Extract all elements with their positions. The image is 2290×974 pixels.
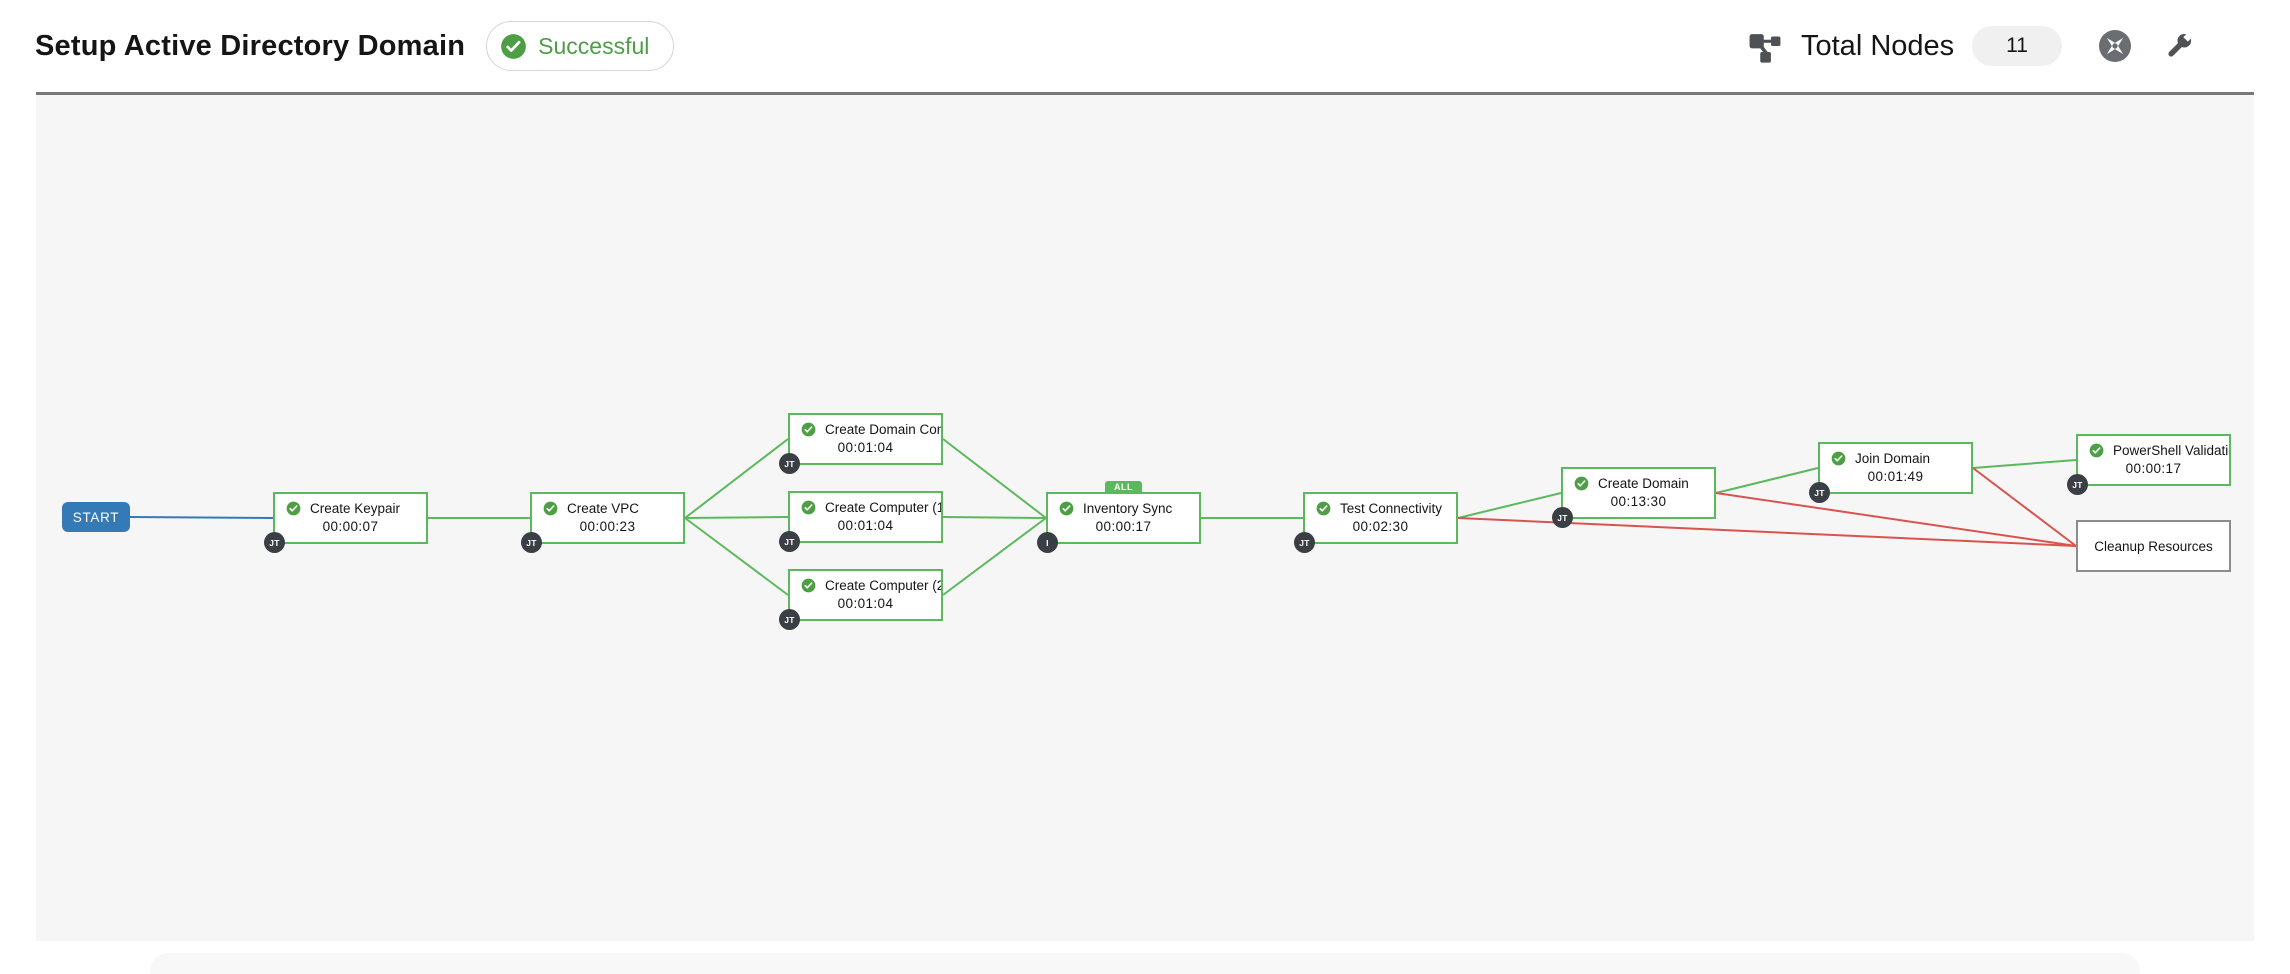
node-type-badge: JT: [779, 453, 800, 474]
node-elapsed-time: 00:00:23: [579, 519, 636, 534]
workflow-node-inventory-sync[interactable]: Inventory Sync 00:00:17 I ALL: [1037, 481, 1201, 553]
status-badge-label: Successful: [538, 32, 650, 59]
check-circle-icon: [1574, 476, 1589, 491]
node-elapsed-time: 00:00:17: [1095, 519, 1152, 534]
workflow-link-create_computer_1-to-inventory_sync: [942, 516, 1047, 519]
node-label: Create Domain Contr...: [825, 422, 941, 437]
sitemap-icon: [1746, 27, 1784, 65]
workflow-node-create-keypair[interactable]: Create Keypair 00:00:07 JT: [264, 492, 428, 553]
workflow-link-create_vpc-to-create_domain_controller: [684, 438, 789, 519]
compass-icon: [2098, 29, 2132, 63]
workflow-start-node[interactable]: START: [62, 502, 130, 532]
check-circle-icon: [286, 501, 301, 516]
workflow-node-create-vpc[interactable]: Create VPC 00:00:23 JT: [521, 492, 685, 553]
total-nodes-count: 11: [1972, 26, 2062, 66]
check-circle-icon: [801, 422, 816, 437]
convergence-all-badge: ALL: [1105, 481, 1142, 494]
workflow-link-create_computer_2-to-inventory_sync: [942, 517, 1047, 596]
node-label: Cleanup Resources: [2094, 538, 2213, 554]
workflow-node-create-computer-2[interactable]: Create Computer (2) 00:01:04 JT: [779, 569, 943, 630]
workflow-canvas[interactable]: START Create Keypair 00:00:07 JT Create …: [36, 92, 2254, 941]
node-elapsed-time: 00:00:17: [2125, 461, 2182, 476]
node-label: Create Computer (1): [825, 500, 941, 515]
node-label: Create Computer (2): [825, 578, 941, 593]
workflow-link-create_vpc-to-create_computer_2: [684, 517, 789, 596]
bottom-panel-shadow: [150, 953, 2140, 974]
node-label: PowerShell Validation: [2113, 443, 2229, 458]
check-circle-icon: [543, 501, 558, 516]
node-elapsed-time: 00:01:04: [837, 596, 894, 611]
wrench-icon: [2162, 29, 2196, 63]
node-elapsed-time: 00:13:30: [1610, 494, 1667, 509]
node-type-badge: JT: [521, 532, 542, 553]
workflow-node-create-domain[interactable]: Create Domain 00:13:30 JT: [1552, 467, 1716, 528]
status-badge: Successful: [486, 21, 675, 71]
check-circle-icon: [801, 578, 816, 593]
workflow-link-create_vpc-to-create_computer_1: [684, 516, 789, 519]
node-elapsed-time: 00:01:04: [837, 518, 894, 533]
workflow-link-test_connectivity-to-create_domain: [1457, 492, 1562, 519]
node-elapsed-time: 00:02:30: [1352, 519, 1409, 534]
node-type-badge: JT: [779, 531, 800, 552]
node-label: Inventory Sync: [1083, 501, 1173, 516]
check-circle-icon: [801, 500, 816, 515]
workflow-node-cleanup-resources[interactable]: Cleanup Resources: [2076, 520, 2231, 572]
node-type-badge: JT: [1294, 532, 1315, 553]
workflow-node-test-connectivity[interactable]: Test Connectivity 00:02:30 JT: [1294, 492, 1458, 553]
node-label: Create Domain: [1598, 476, 1689, 491]
check-circle-icon: [1316, 501, 1331, 516]
page-title: Setup Active Directory Domain: [35, 29, 466, 62]
tools-wrench-button[interactable]: [2162, 29, 2196, 63]
workflow-link-create_domain-to-join_domain: [1715, 467, 1819, 494]
node-label: Test Connectivity: [1340, 501, 1443, 516]
check-circle-icon: [500, 33, 527, 60]
node-label: Join Domain: [1855, 451, 1931, 466]
node-type-badge: JT: [779, 609, 800, 630]
workflow-node-join-domain[interactable]: Join Domain 00:01:49 JT: [1809, 442, 1973, 503]
workflow-link-join_domain-to-powershell_validation: [1972, 459, 2077, 469]
check-circle-icon: [1831, 451, 1846, 466]
node-label: Create Keypair: [310, 501, 401, 516]
workflow-node-create-computer-1[interactable]: Create Computer (1) 00:01:04 JT: [779, 491, 943, 552]
node-elapsed-time: 00:01:04: [837, 440, 894, 455]
check-circle-icon: [2089, 443, 2104, 458]
workflow-link-create_domain_controller-to-inventory_sync: [942, 438, 1047, 519]
check-circle-icon: [1059, 501, 1074, 516]
workflow-node-powershell-validation[interactable]: PowerShell Validation 00:00:17 JT: [2067, 434, 2231, 495]
workflow-link-create_domain-to-cleanup_resources: [1715, 492, 2077, 547]
node-type-badge: I: [1037, 532, 1058, 553]
workflow-nodes-layer: START Create Keypair 00:00:07 JT Create …: [36, 95, 2254, 941]
node-type-badge: JT: [2067, 474, 2088, 495]
node-elapsed-time: 00:01:49: [1867, 469, 1924, 484]
header-right-toolbar: Total Nodes 11: [1746, 0, 2196, 92]
node-type-badge: JT: [264, 532, 285, 553]
node-elapsed-time: 00:00:07: [322, 519, 379, 534]
node-label: Create VPC: [567, 501, 640, 516]
node-type-badge: JT: [1552, 507, 1573, 528]
workflow-node-create-domain-controller[interactable]: Create Domain Contr... 00:01:04 JT: [779, 413, 943, 474]
total-nodes-label: Total Nodes: [1801, 29, 1955, 62]
page-header: Setup Active Directory Domain Successful…: [0, 0, 2290, 92]
node-type-badge: JT: [1809, 482, 1830, 503]
workflow-link-join_domain-to-cleanup_resources: [1972, 467, 2077, 547]
legend-compass-button[interactable]: [2098, 29, 2132, 63]
workflow-link-start-to-create_keypair: [129, 516, 274, 519]
